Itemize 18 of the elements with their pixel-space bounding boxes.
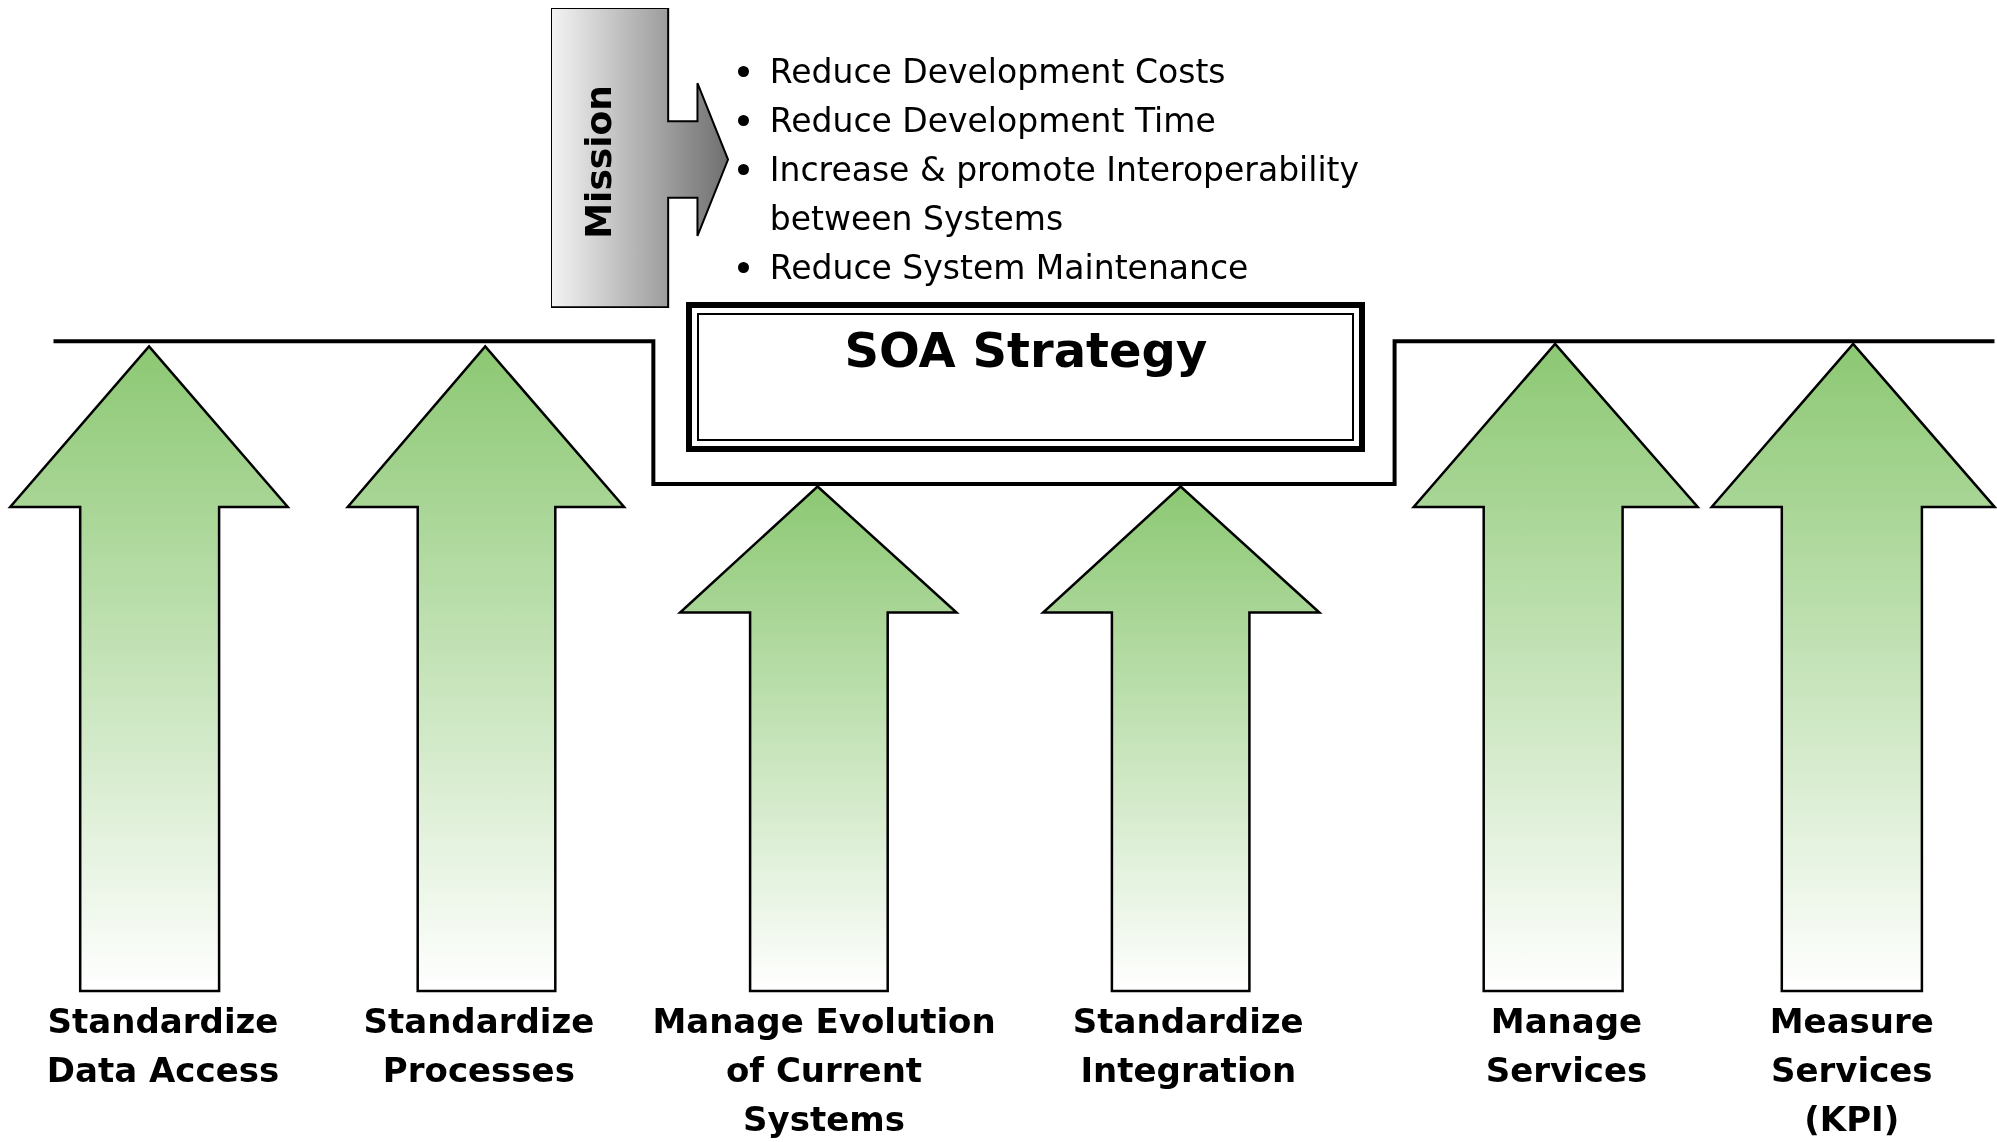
up-block-arrow (1410, 342, 1701, 993)
bullet-text: Increase & promote Interoperability between Systems (769, 150, 1360, 239)
bullet-text: Reduce System Maintenance (769, 248, 1249, 288)
strategy-box: SOA Strategy (686, 301, 1366, 453)
pillar-label: Manage Evolution of Current Systems (648, 997, 1000, 1142)
bullet-text: Reduce Development Time (769, 101, 1216, 141)
up-block-arrow (676, 484, 960, 993)
up-block-arrow (7, 344, 291, 993)
up-block-arrow (1039, 484, 1323, 993)
up-block-arrow (345, 344, 627, 993)
pillar-label: Manage Services (1464, 997, 1669, 1096)
bullet-text: Reduce Development Costs (769, 52, 1226, 92)
up-block-arrow (1708, 342, 1997, 993)
pillar-label: Standardize Data Access (29, 997, 297, 1096)
pillar-label: Measure Services (KPI) (1749, 997, 1954, 1142)
pillar-label: Standardize Processes (345, 997, 613, 1096)
arrow-label: Mission (578, 84, 619, 239)
pillar-label: Standardize Integration (1054, 997, 1322, 1096)
